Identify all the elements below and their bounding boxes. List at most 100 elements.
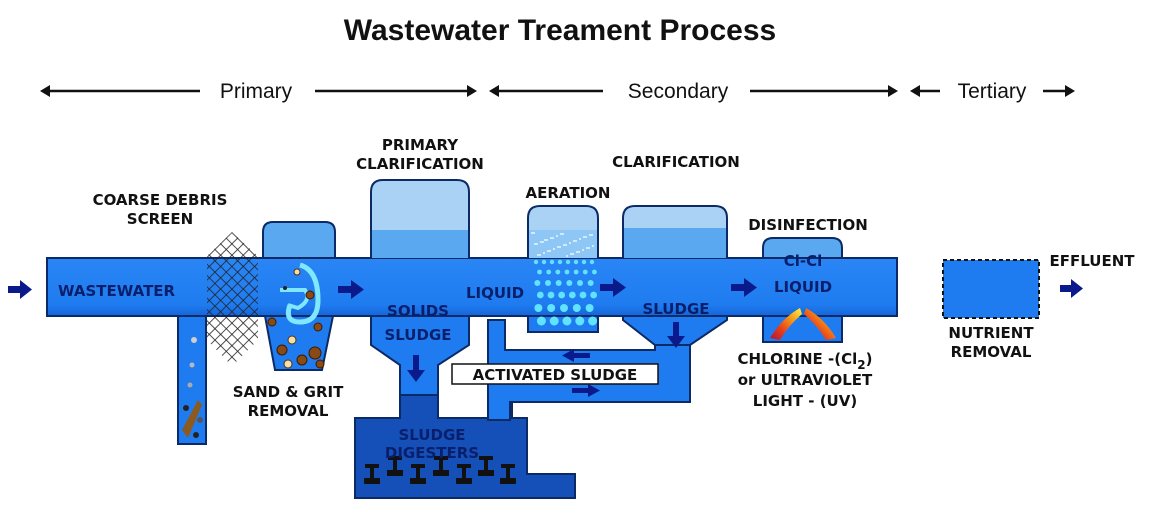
- bubble: [568, 291, 576, 299]
- primary-clarifier: [370, 179, 470, 396]
- bubble: [539, 254, 541, 256]
- bubble: [585, 236, 587, 238]
- bubble: [573, 269, 579, 275]
- effluent-label: EFFLUENT: [1050, 252, 1136, 270]
- bubble: [540, 241, 542, 243]
- bubble: [581, 259, 587, 265]
- bubble: [531, 232, 533, 234]
- bubble: [583, 236, 585, 238]
- bubble: [586, 247, 588, 249]
- clarification-label: CLARIFICATION: [612, 153, 740, 171]
- flow-arrows: [8, 278, 1083, 382]
- bubble: [541, 259, 547, 265]
- flow-arrow-icon: [600, 278, 626, 297]
- bubble: [549, 316, 559, 326]
- sludge-digesters-label-2: DIGESTERS: [385, 444, 479, 462]
- bubble: [592, 269, 597, 275]
- bubble: [566, 255, 568, 257]
- bubble: [547, 291, 555, 299]
- solids-sludge-label: SLUDGE: [384, 326, 451, 344]
- coarse-debris-screen-label-1: COARSE DEBRIS: [93, 191, 228, 209]
- bubble: [533, 232, 535, 234]
- bubble: [549, 259, 555, 265]
- sludge-digesters: SLUDGE DIGESTERS: [354, 394, 576, 499]
- bubble: [559, 246, 561, 248]
- bubble: [565, 259, 571, 265]
- bubble: [562, 233, 564, 235]
- bubble: [545, 280, 551, 286]
- uv-lamp-right-icon: [804, 308, 836, 340]
- bubble: [542, 241, 544, 243]
- bubble: [546, 269, 552, 275]
- sludge-label: SLUDGE: [642, 300, 709, 318]
- bubble: [573, 259, 579, 265]
- bubble: [575, 240, 577, 242]
- nutrient-removal-label-1: NUTRIENT: [948, 324, 1034, 342]
- activated-sludge-label: ACTIVATED SLUDGE: [473, 366, 638, 384]
- disinfection-liquid-label: LIQUID: [774, 278, 832, 296]
- bubble: [588, 316, 598, 326]
- sand-grit-label-2: REMOVAL: [248, 402, 329, 420]
- bubble: [534, 243, 536, 245]
- bubble: [573, 240, 575, 242]
- bubble: [577, 280, 583, 286]
- phase-tertiary-label: Tertiary: [958, 80, 1027, 103]
- bubble: [579, 238, 581, 240]
- uv-lamp-left-icon: [770, 308, 802, 340]
- ultraviolet-label: or ULTRAVIOLET: [738, 371, 873, 389]
- wastewater-label: WASTEWATER: [58, 282, 176, 300]
- bubble: [572, 253, 574, 255]
- bubble: [564, 269, 570, 275]
- bubble: [572, 304, 581, 312]
- coarse-debris-screen-mesh: [207, 232, 258, 366]
- bubble: [558, 291, 566, 299]
- bubble: [587, 280, 594, 286]
- sludge-digesters-label-1: SLUDGE: [398, 426, 465, 444]
- cl-cl-label: Cl-Cl: [784, 252, 823, 270]
- bubble: [578, 251, 580, 253]
- coarse-debris-screen-label-2: SCREEN: [127, 210, 193, 228]
- grit-discharge-pipe: [177, 299, 207, 445]
- bubble: [534, 280, 541, 286]
- grit-chamber: [262, 221, 336, 371]
- return-arrow-right-icon: [572, 384, 600, 397]
- bubble: [549, 250, 551, 252]
- uv-light-label: LIGHT - (UV): [753, 392, 857, 410]
- bubble: [544, 239, 546, 241]
- bubble: [560, 233, 562, 235]
- bubble: [547, 304, 556, 312]
- bubble: [569, 242, 571, 244]
- solids-label: SOLIDS: [387, 302, 449, 320]
- down-arrow-icon: [667, 322, 685, 348]
- bubble: [550, 237, 552, 239]
- bubble: [570, 253, 572, 255]
- bubble: [536, 243, 538, 245]
- bubble: [565, 244, 567, 246]
- bubble: [582, 249, 584, 251]
- flow-arrow-icon: [731, 278, 757, 297]
- bubble: [589, 234, 591, 236]
- bubble: [579, 291, 587, 299]
- bubble: [534, 304, 543, 312]
- bubble: [536, 316, 546, 326]
- bubble: [563, 244, 565, 246]
- bubble: [552, 237, 554, 239]
- effluent-arrow-icon: [1060, 279, 1083, 298]
- aeration-bubbles: [531, 232, 598, 326]
- bubble: [576, 251, 578, 253]
- nutrient-removal-label-2: REMOVAL: [951, 343, 1032, 361]
- bubble: [591, 234, 593, 236]
- secondary-clarifier: [622, 205, 728, 346]
- bubble: [556, 235, 558, 237]
- bubble: [543, 252, 545, 254]
- aeration-tank: [527, 205, 599, 333]
- bubble: [589, 259, 595, 265]
- bubble: [575, 316, 585, 326]
- bubble: [537, 254, 539, 256]
- bubble: [537, 269, 542, 275]
- bubble: [560, 304, 568, 312]
- liquid-label: LIQUID: [466, 284, 524, 302]
- nutrient-removal-box: [942, 259, 1040, 319]
- sand-grit-label-1: SAND & GRIT: [233, 383, 344, 401]
- chlorine-label: CHLORINE -(Cl2): [738, 350, 873, 372]
